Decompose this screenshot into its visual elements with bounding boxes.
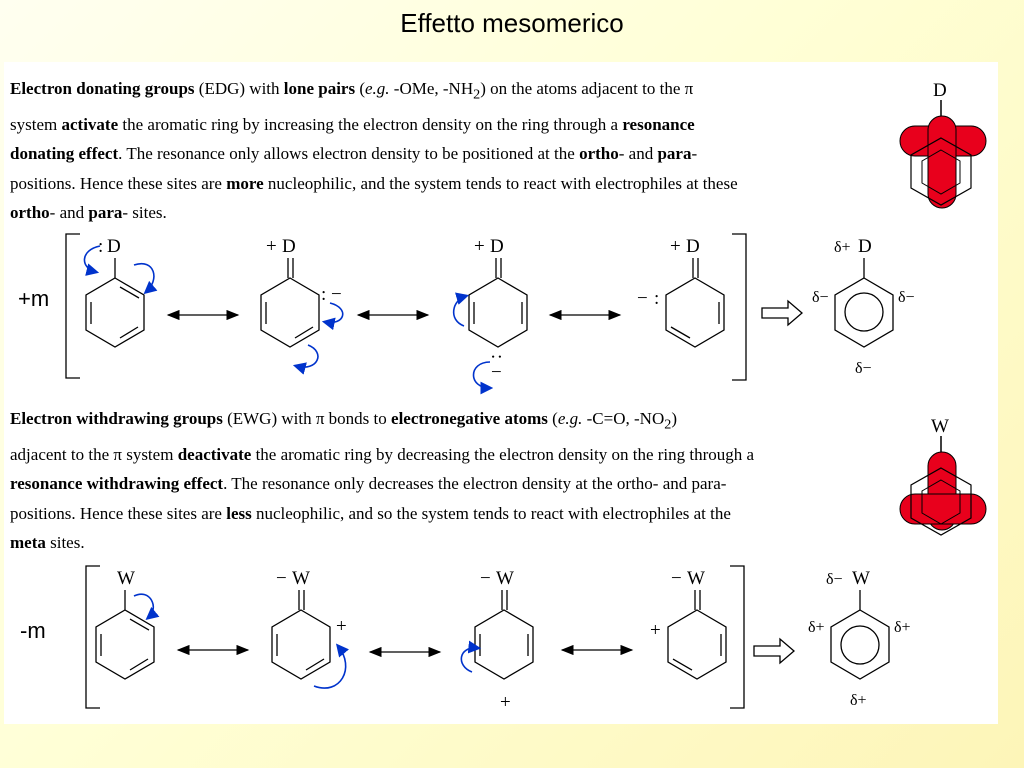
edg-structure-3	[468, 258, 528, 348]
ewg-structure-2	[271, 590, 331, 680]
ewg-charge-2: +	[336, 616, 347, 637]
edg-line-1: Electron donating groups (EDG) with lone…	[10, 79, 694, 103]
content-panel	[4, 62, 998, 724]
edg-lone-pair-4: :	[654, 288, 659, 309]
edg-lone-pair-1: :	[98, 236, 103, 257]
ewg-line-3: resonance withdrawing effect. The resona…	[10, 474, 727, 494]
edg-charge-2: +	[266, 236, 277, 257]
ewg-minus-2: −	[276, 568, 287, 589]
ewg-labels: W − W + − W + − W + δ− W δ+ δ+ δ+	[117, 568, 911, 713]
ewg-group-3: W	[496, 568, 514, 589]
ewg-structure-3	[474, 590, 534, 680]
edg-hybrid-group: D	[858, 236, 872, 257]
edg-group-3: D	[490, 236, 504, 257]
ewg-charge-3: +	[500, 692, 511, 713]
edg-group-1: D	[107, 236, 121, 257]
ewg-minus-4: −	[671, 568, 682, 589]
ewg-line-5: meta sites.	[10, 533, 85, 553]
edg-lone-pair-3: :	[487, 354, 508, 359]
edg-curly-arrow-5	[452, 292, 470, 327]
ewg-right-bracket	[730, 565, 745, 709]
ewg-hybrid-delta-top: δ−	[826, 571, 843, 588]
ewg-left-bracket	[85, 565, 100, 709]
edg-minus-3: −	[491, 362, 502, 383]
edg-line-3: donating effect. The resonance only allo…	[10, 144, 698, 164]
edg-line-4: positions. Hence these sites are more nu…	[10, 173, 738, 193]
edg-curly-arrow-6	[472, 361, 494, 395]
edg-structure-4	[665, 258, 725, 348]
edg-curly-arrows	[83, 245, 494, 395]
edg-line-2: system activate the aromatic ring by inc…	[10, 114, 695, 134]
edg-hybrid-delta-top: δ+	[834, 239, 851, 256]
edg-structure-2	[260, 258, 320, 348]
edg-group-2: D	[282, 236, 296, 257]
ewg-group-4: W	[687, 568, 705, 589]
edg-resonance-row	[65, 233, 894, 381]
edg-hybrid-delta-left: δ−	[812, 289, 829, 306]
ewg-minus-3: −	[480, 568, 491, 589]
edg-curly-arrow-4	[292, 344, 319, 375]
ewg-hybrid-structure	[830, 590, 890, 680]
edg-curly-arrow-2	[133, 262, 158, 295]
edg-minus-4: −	[637, 288, 648, 309]
edg-minus-2: −	[331, 284, 342, 305]
ewg-hybrid-delta-left: δ+	[808, 619, 825, 636]
minus-m-label: -m	[20, 618, 46, 643]
edg-result-arrow	[761, 299, 803, 327]
ewg-hybrid-group: W	[852, 568, 870, 589]
edg-group-4: D	[686, 236, 700, 257]
edg-structure-1	[85, 258, 145, 348]
ewg-curly-arrows	[133, 593, 482, 689]
plus-m-label: +m	[18, 286, 50, 311]
edg-lone-pair-2: :	[321, 284, 326, 305]
ewg-resonance-row	[85, 565, 890, 709]
edg-icon-group-label: D	[933, 80, 947, 101]
ewg-orbital-icon: W	[899, 416, 987, 536]
ewg-result-arrow	[753, 637, 795, 665]
edg-orbital-icon: D	[899, 80, 987, 209]
ewg-curly-arrow-2	[313, 643, 350, 689]
ewg-curly-arrow-1	[133, 593, 160, 621]
ewg-hybrid-delta-right: δ+	[894, 619, 911, 636]
edg-right-bracket	[732, 233, 747, 381]
ewg-icon-group-label: W	[931, 416, 949, 437]
edg-charge-4: +	[670, 236, 681, 257]
edg-curly-arrow-3	[321, 302, 344, 331]
edg-left-bracket	[65, 233, 80, 379]
ewg-curly-arrow-3	[460, 640, 482, 673]
ewg-group-2: W	[292, 568, 310, 589]
ewg-line-2: adjacent to the π system deactivate the …	[10, 444, 755, 464]
ewg-line-1: Electron withdrawing groups (EWG) with π…	[10, 409, 677, 433]
edg-curly-arrow-1	[83, 245, 101, 276]
edg-labels: : D + D : − + D : − + D − : δ+ D δ− δ− δ…	[98, 236, 915, 383]
edg-hybrid-delta-bottom: δ−	[855, 360, 872, 377]
edg-paragraph: Electron donating groups (EDG) with lone…	[10, 74, 890, 228]
edg-line-5: ortho- and para- sites.	[10, 203, 167, 223]
edg-hybrid-delta-right: δ−	[898, 289, 915, 306]
ewg-paragraph: Electron withdrawing groups (EWG) with π…	[10, 404, 890, 558]
slide-title: Effetto mesomerico	[400, 8, 624, 38]
edg-charge-3: +	[474, 236, 485, 257]
ewg-structure-1	[95, 590, 155, 680]
ewg-charge-4: +	[650, 620, 661, 641]
ewg-structure-4	[667, 590, 727, 680]
ewg-group-1: W	[117, 568, 135, 589]
edg-hybrid-structure	[834, 258, 894, 348]
ewg-hybrid-delta-bottom: δ+	[850, 692, 867, 709]
ewg-line-4: positions. Hence these sites are less nu…	[10, 503, 731, 523]
